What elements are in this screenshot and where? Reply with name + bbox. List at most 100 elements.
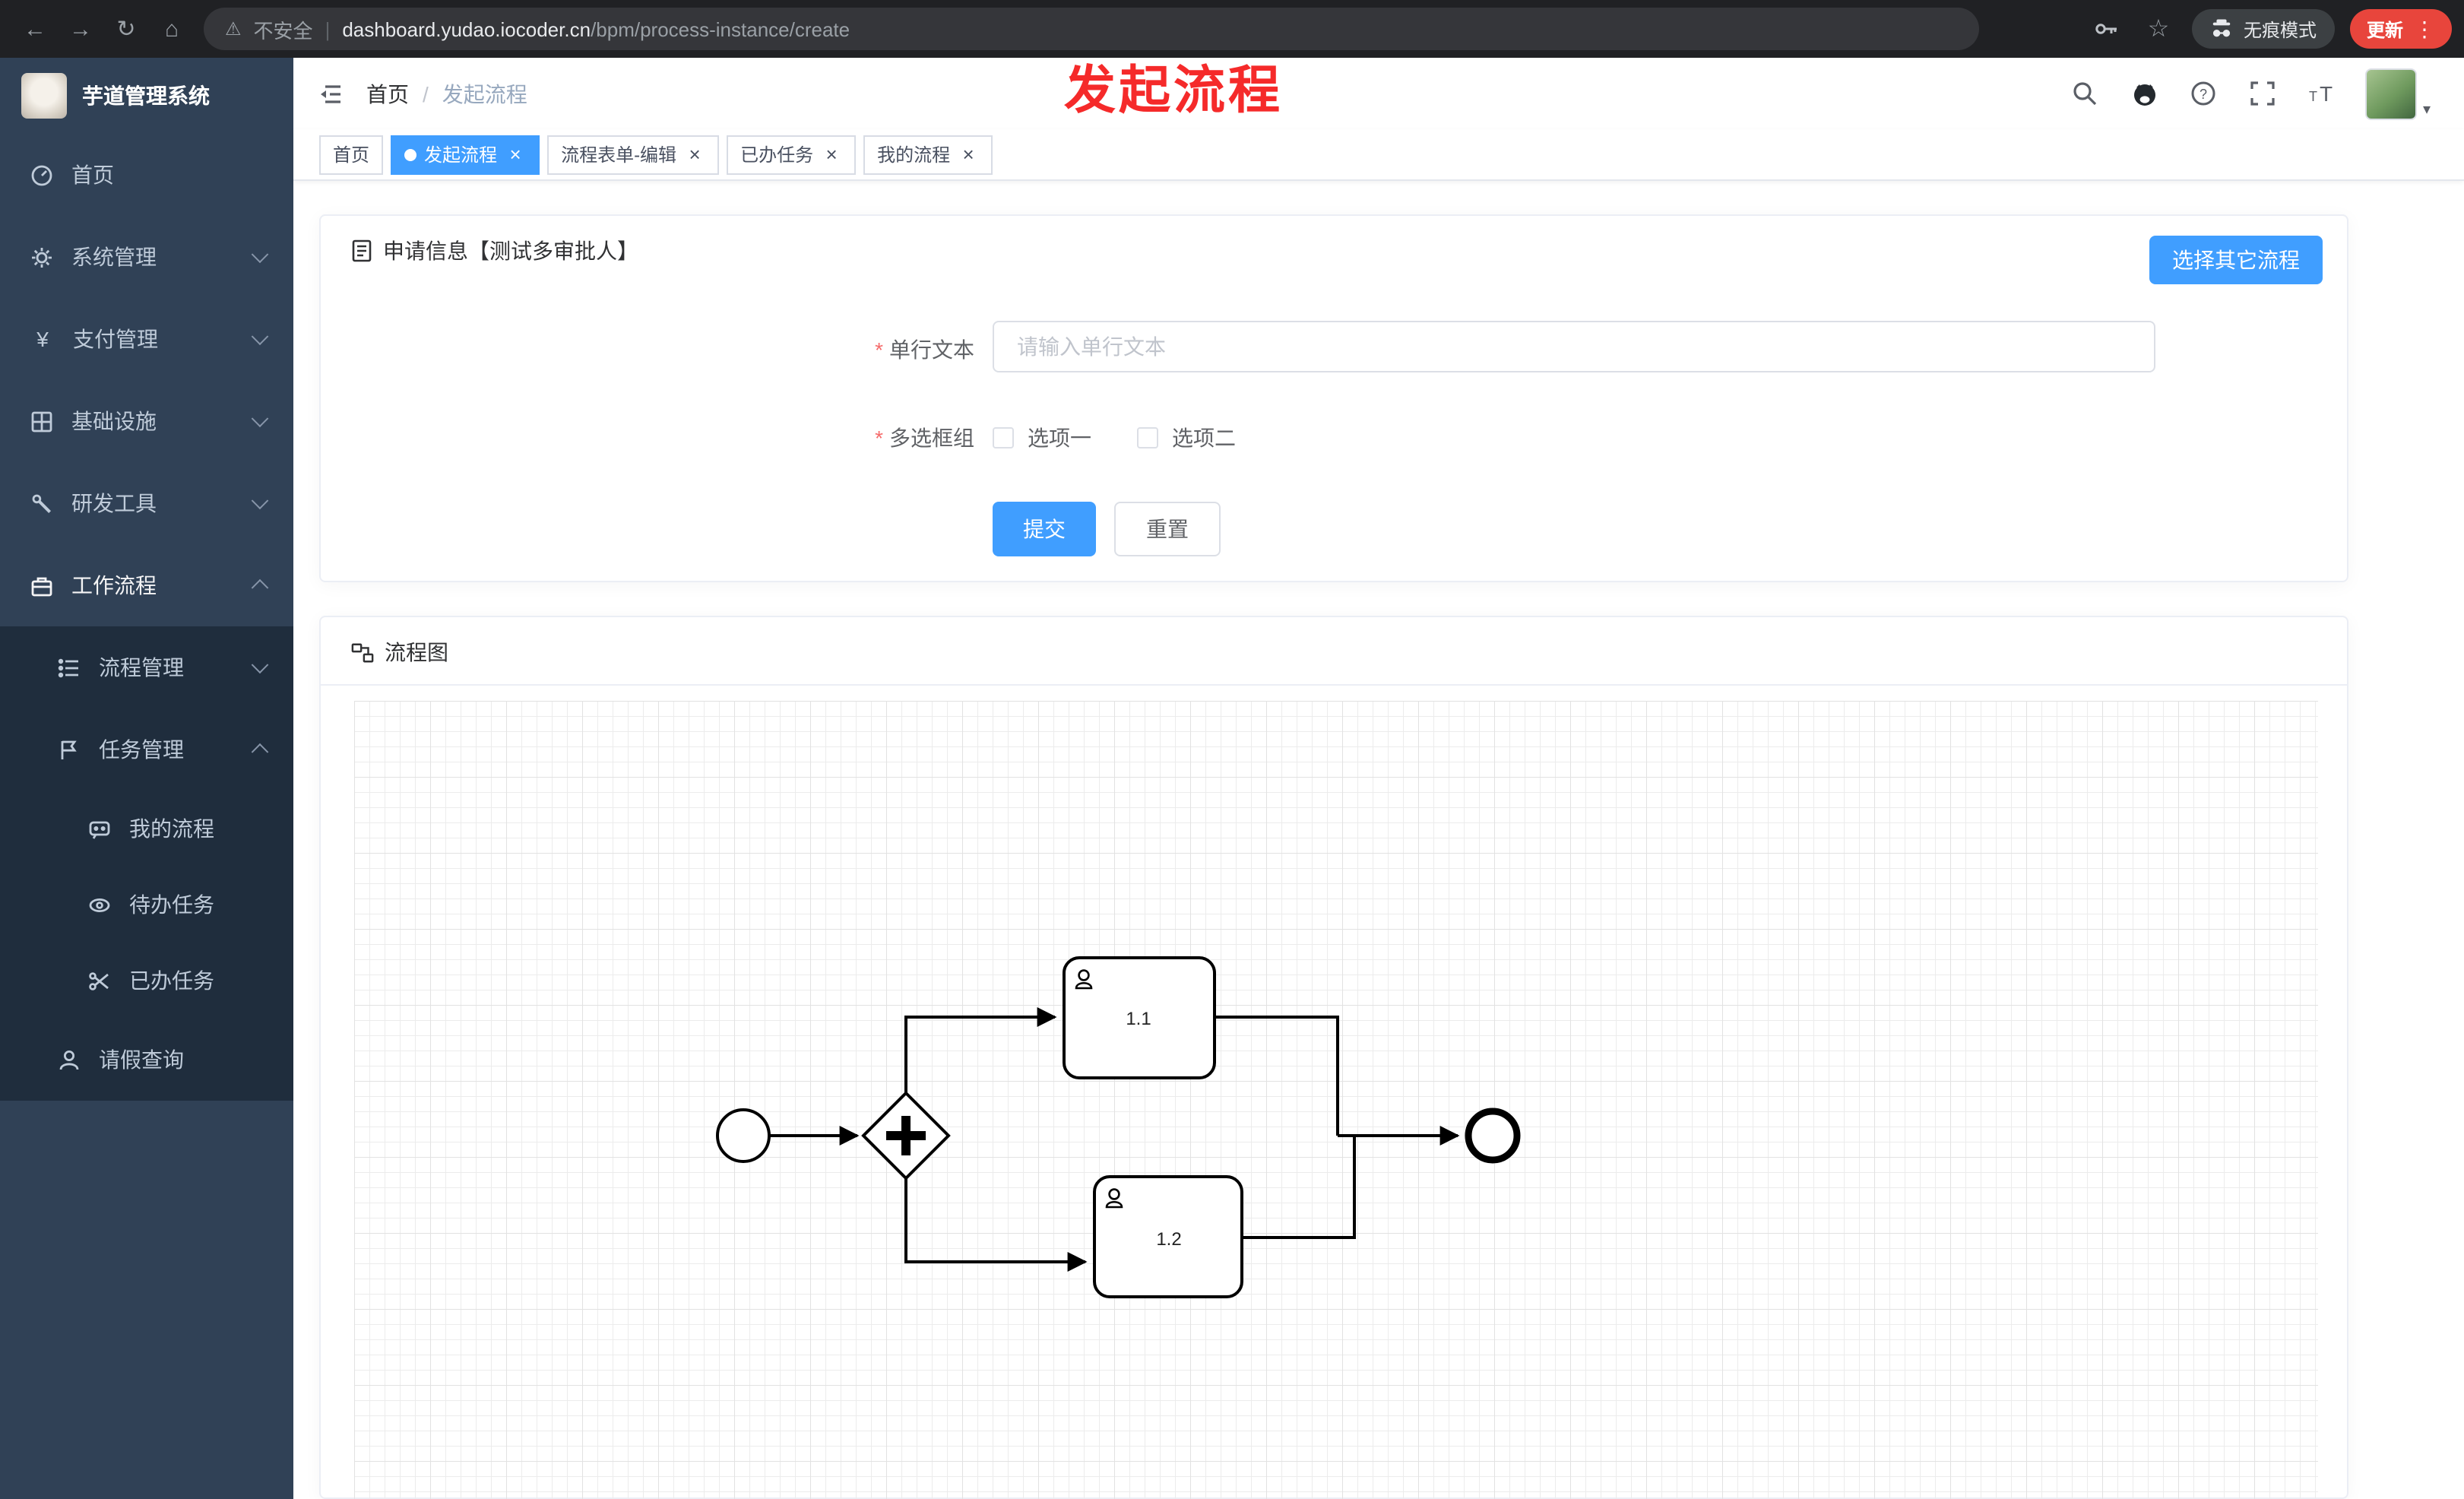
infrastructure-icon <box>31 410 52 432</box>
url-bar[interactable]: ⚠ 不安全 | dashboard.yudao.iocoder.cn/bpm/p… <box>204 8 1979 50</box>
sidebar: 芋道管理系统 首页 系统管理 ¥ 支付管理 基础设施 研发工具 工作 <box>0 58 293 1499</box>
sidebar-item-leave-query[interactable]: 请假查询 <box>0 1019 293 1101</box>
single-line-text-input[interactable] <box>993 321 2155 372</box>
tab-create-process[interactable]: 发起流程 × <box>391 135 540 174</box>
user-avatar-menu[interactable]: ▾ <box>2364 68 2431 119</box>
checkbox-label: 选项二 <box>1172 426 1236 450</box>
browser-update-button[interactable]: 更新 ⋮ <box>2349 9 2452 49</box>
browser-forward-button[interactable]: → <box>69 16 92 42</box>
tab-close-icon[interactable]: × <box>825 142 838 165</box>
url-separator: | <box>325 17 331 40</box>
tab-close-icon[interactable]: × <box>689 142 701 165</box>
checkbox-label: 选项一 <box>1028 426 1091 450</box>
collapse-sidebar-button[interactable] <box>293 81 366 106</box>
sidebar-item-process-mgmt[interactable]: 流程管理 <box>0 626 293 708</box>
sidebar-item-label: 工作流程 <box>71 573 157 597</box>
checkbox-option-2[interactable]: 选项二 <box>1137 423 1236 453</box>
required-mark: * <box>875 426 883 450</box>
chevron-down-icon <box>251 492 269 510</box>
chevron-down-icon <box>251 328 269 346</box>
checkbox-icon <box>993 427 1014 448</box>
hamburger-icon <box>321 84 340 103</box>
app-title: 芋道管理系统 <box>82 84 210 108</box>
document-icon <box>352 239 372 262</box>
page-annotation-title: 发起流程 <box>1064 62 1283 120</box>
sequence-flows <box>769 1007 1460 1272</box>
sidebar-item-done-tasks[interactable]: 已办任务 <box>0 943 293 1019</box>
card-divider <box>321 684 2347 686</box>
header-github-button[interactable] <box>2128 77 2162 110</box>
browser-reload-button[interactable]: ↻ <box>116 17 136 43</box>
sidebar-item-devtools[interactable]: 研发工具 <box>0 462 293 544</box>
scissors-icon <box>89 971 109 990</box>
tab-label: 已办任务 <box>740 144 814 166</box>
workflow-icon <box>31 576 52 596</box>
bpmn-canvas: 1.1 1.2 <box>354 701 2318 1499</box>
tab-my-process[interactable]: 我的流程 × <box>863 135 993 174</box>
browser-back-button[interactable]: ← <box>24 16 46 42</box>
security-label: 不安全 <box>253 19 313 42</box>
sidebar-item-home[interactable]: 首页 <box>0 134 293 216</box>
tab-done-tasks[interactable]: 已办任务 × <box>727 135 857 174</box>
header-help-button[interactable]: ? <box>2187 77 2221 110</box>
avatar <box>2364 68 2417 119</box>
url-path: /bpm/process-instance/create <box>591 17 850 40</box>
svg-text:T: T <box>2320 82 2333 106</box>
breadcrumb-home[interactable]: 首页 <box>366 81 409 106</box>
browser-home-button[interactable]: ⌂ <box>164 16 179 42</box>
app-logo[interactable]: 芋道管理系统 <box>0 58 293 134</box>
checkbox-group: 选项一 选项二 <box>993 423 1236 453</box>
header-search-button[interactable] <box>2069 77 2102 110</box>
logo-avatar <box>21 73 67 119</box>
gear-icon <box>32 247 52 267</box>
sidebar-item-task-mgmt[interactable]: 任务管理 <box>0 708 293 791</box>
tab-label: 首页 <box>333 144 370 166</box>
yen-icon: ¥ <box>36 327 49 351</box>
user-icon <box>1105 1188 1123 1209</box>
sidebar-item-system[interactable]: 系统管理 <box>0 216 293 298</box>
task-flag-icon <box>61 740 77 759</box>
sidebar-item-label: 基础设施 <box>71 409 157 433</box>
submit-button[interactable]: 提交 <box>993 502 1096 556</box>
tab-home[interactable]: 首页 <box>319 135 384 174</box>
select-other-process-button[interactable]: 选择其它流程 <box>2149 236 2323 284</box>
caret-down-icon: ▾ <box>2422 101 2431 118</box>
password-key-icon[interactable] <box>2089 11 2125 47</box>
parallel-plus-icon <box>886 1116 926 1155</box>
sidebar-item-label: 待办任务 <box>129 892 214 917</box>
tab-bar: 首页 发起流程 × 流程表单-编辑 × 已办任务 × 我的流程 × <box>293 129 2464 181</box>
sidebar-item-label: 我的流程 <box>129 816 214 841</box>
sidebar-item-label: 系统管理 <box>71 245 157 269</box>
sidebar-item-payment[interactable]: ¥ 支付管理 <box>0 298 293 380</box>
sidebar-item-label: 流程管理 <box>99 655 184 680</box>
checkbox-option-1[interactable]: 选项一 <box>993 423 1091 453</box>
sidebar-item-label: 已办任务 <box>129 968 214 993</box>
tab-close-icon[interactable]: × <box>962 142 974 165</box>
tools-icon <box>32 493 52 513</box>
reset-button[interactable]: 重置 <box>1114 502 1221 556</box>
fullscreen-icon <box>2251 81 2276 106</box>
sidebar-item-todo-tasks[interactable]: 待办任务 <box>0 867 293 943</box>
sidebar-item-workflow[interactable]: 工作流程 <box>0 544 293 626</box>
breadcrumb: 首页 / 发起流程 <box>366 78 527 109</box>
bookmark-star-icon[interactable]: ☆ <box>2147 17 2170 43</box>
checkbox-icon <box>1137 427 1158 448</box>
tab-form-edit[interactable]: 流程表单-编辑 × <box>547 135 720 174</box>
chat-icon <box>89 820 110 838</box>
tab-close-icon[interactable]: × <box>509 142 521 165</box>
required-mark: * <box>875 338 883 362</box>
sidebar-item-infra[interactable]: 基础设施 <box>0 380 293 462</box>
sidebar-item-my-process[interactable]: 我的流程 <box>0 791 293 867</box>
tab-label: 流程表单-编辑 <box>561 144 677 166</box>
browser-menu-icon[interactable]: ⋮ <box>2414 16 2435 40</box>
form-card-title: 申请信息【测试多审批人】 <box>383 239 638 263</box>
flow-chart-icon <box>351 642 374 662</box>
header-fullscreen-button[interactable] <box>2247 77 2280 110</box>
browser-chrome: ← → ↻ ⌂ ⚠ 不安全 | dashboard.yudao.iocoder.… <box>0 0 2464 58</box>
text-field-label: *单行文本 <box>875 338 974 362</box>
end-event <box>1465 1108 1521 1164</box>
tab-label: 发起流程 <box>424 144 498 166</box>
